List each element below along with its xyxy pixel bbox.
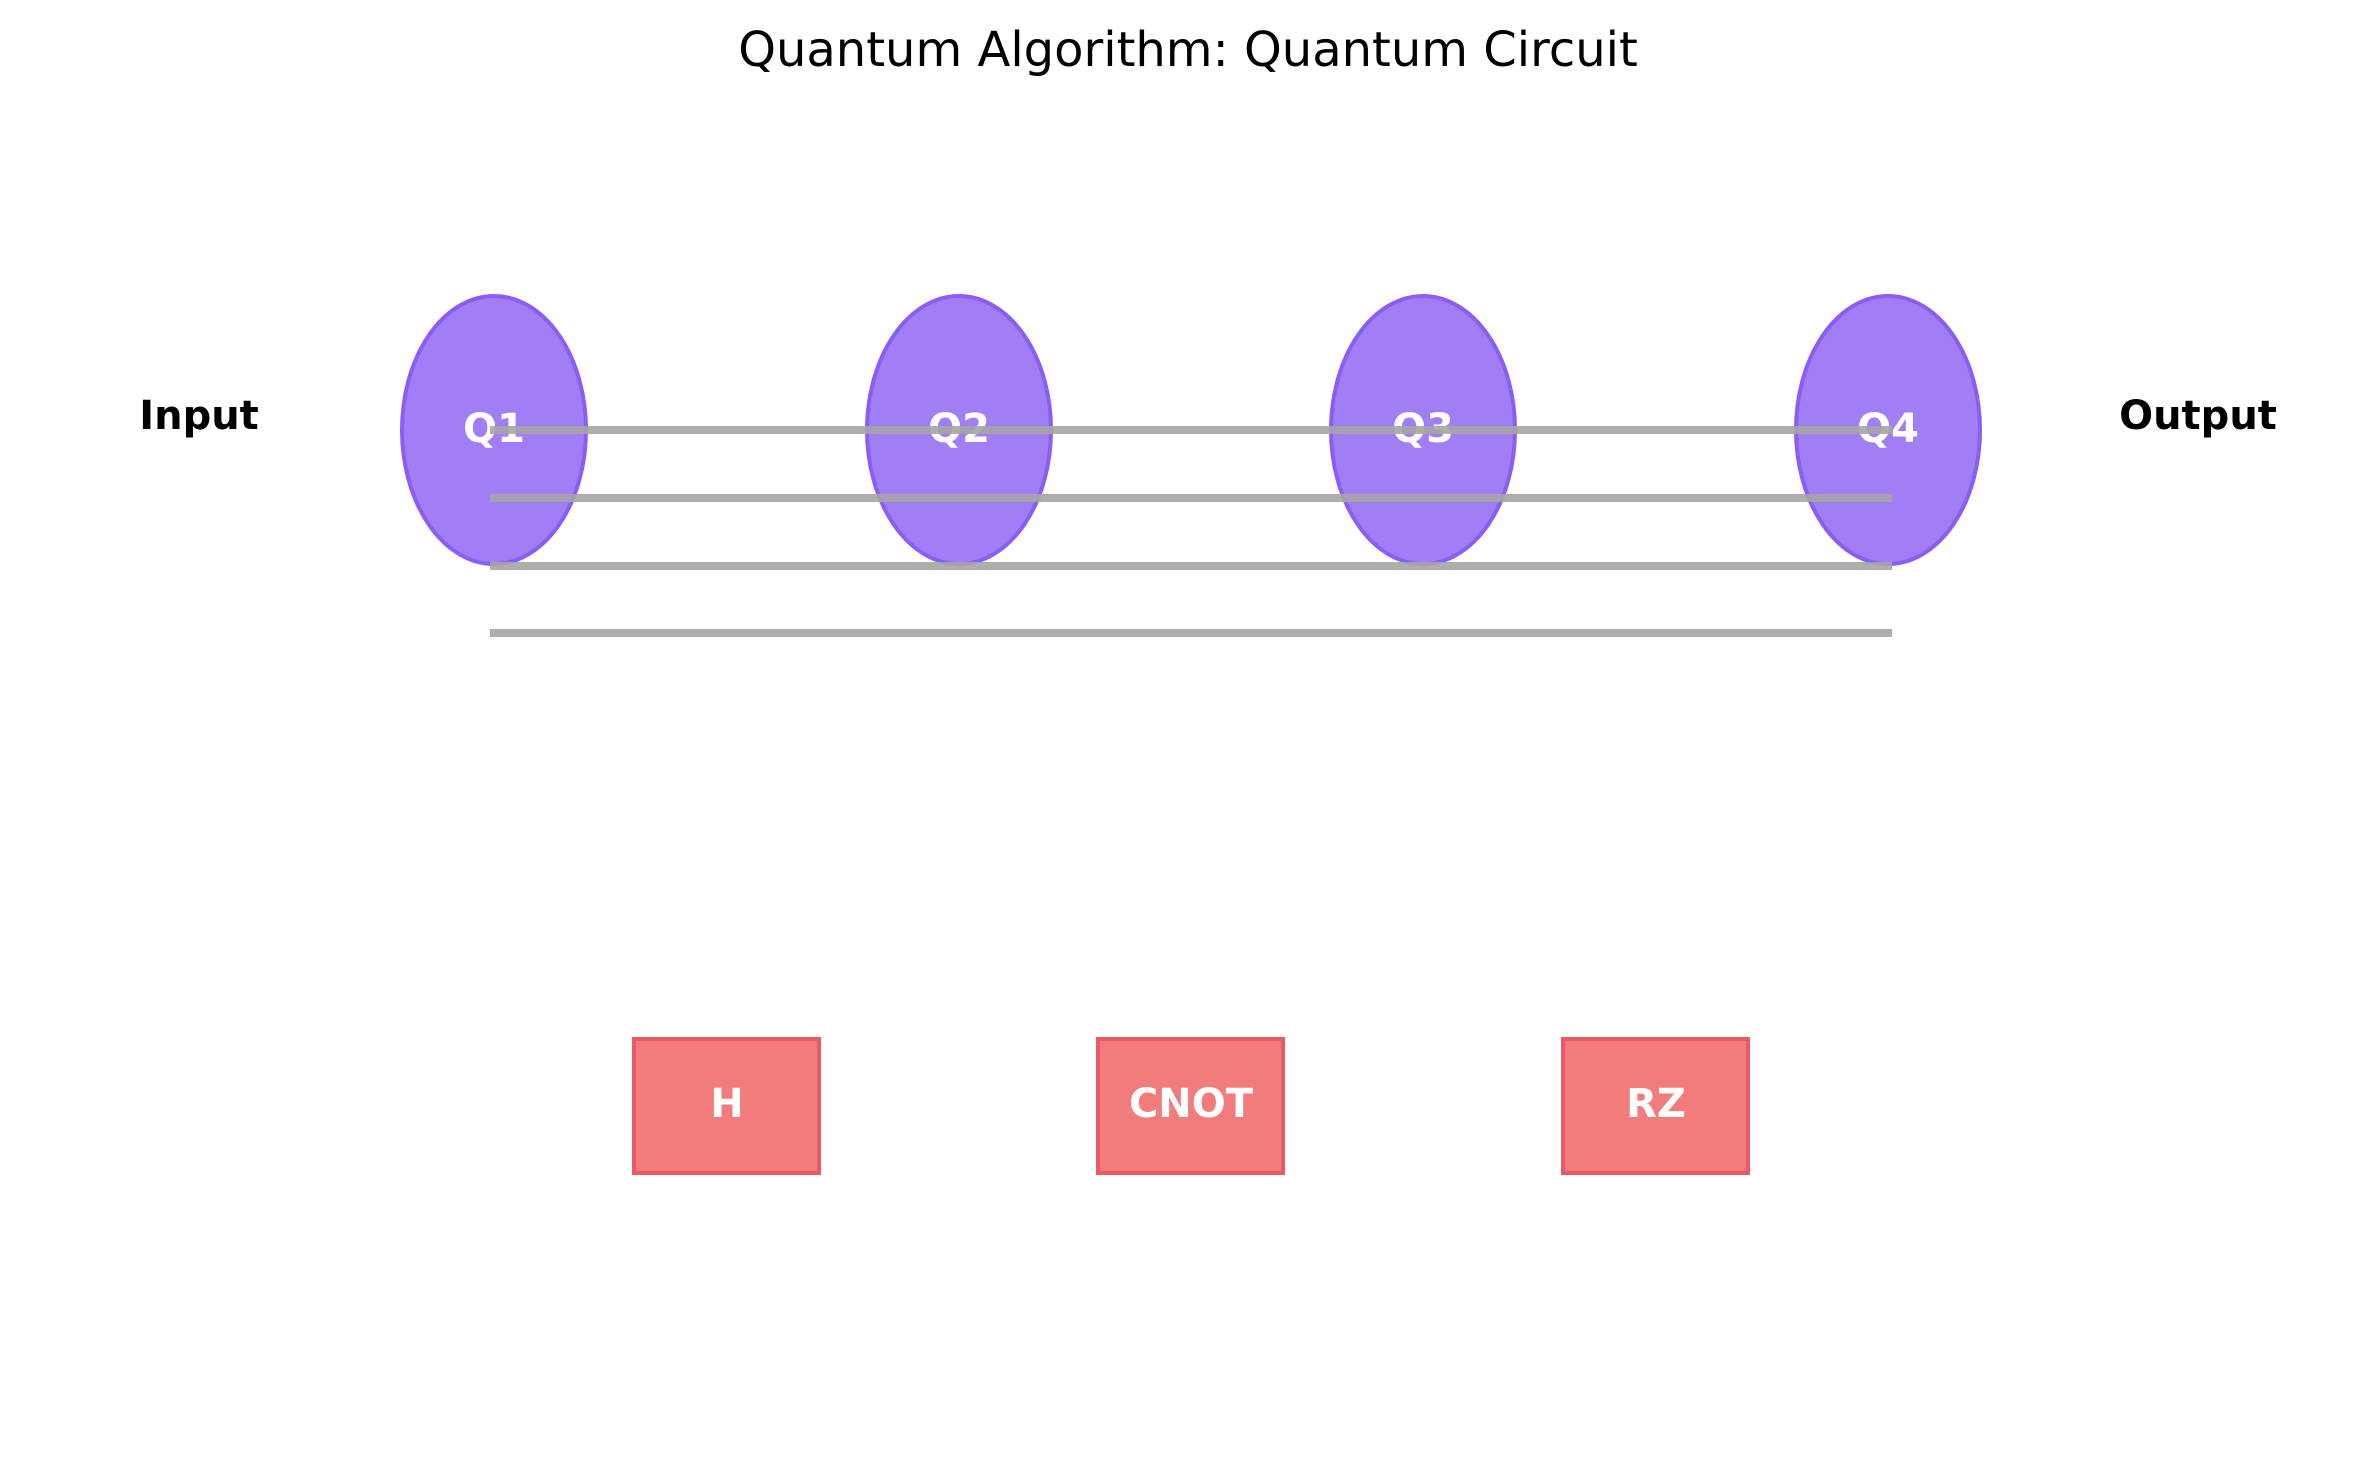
gate-label: CNOT <box>1129 1081 1254 1127</box>
gate-box <box>632 1037 821 1175</box>
diagram-title: Quantum Algorithm: Quantum Circuit <box>738 22 1638 78</box>
qubit-wires <box>490 426 1892 637</box>
gate-box <box>1096 1037 1285 1175</box>
gate-rz: RZ <box>1561 1037 1750 1175</box>
gate-h: H <box>632 1037 821 1175</box>
gate-label: RZ <box>1626 1081 1686 1127</box>
gate-box <box>1561 1037 1750 1175</box>
input-label: Input <box>139 393 259 439</box>
output-label: Output <box>2119 393 2277 439</box>
gate-label: H <box>710 1081 743 1127</box>
gate-cnot: CNOT <box>1096 1037 1285 1175</box>
